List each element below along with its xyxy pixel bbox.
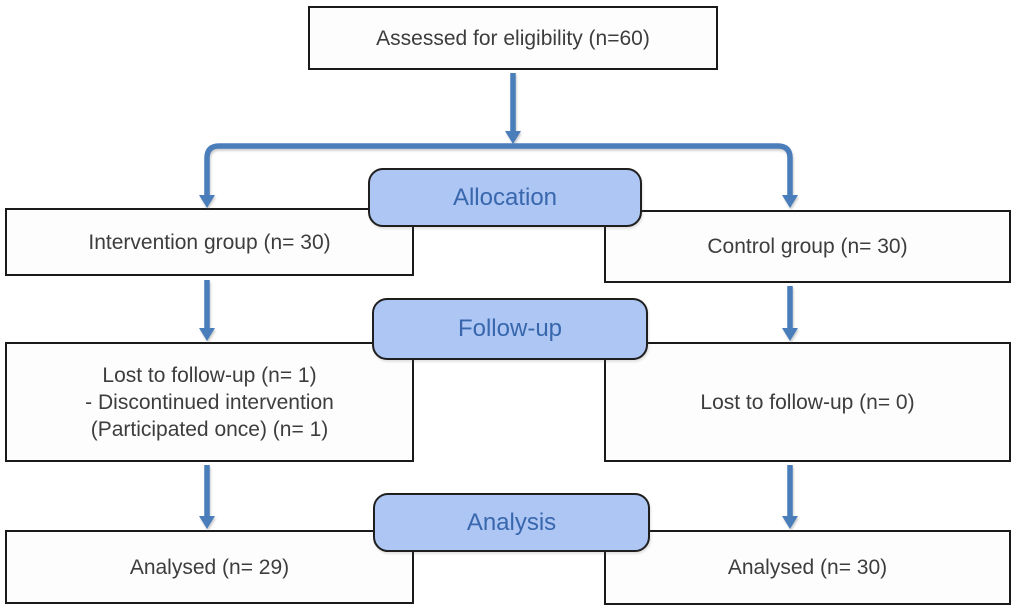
lost-line-1: Lost to follow-up (n= 1) [102, 363, 317, 387]
lost-followup-control-label: Lost to follow-up (n= 0) [700, 390, 915, 414]
stage-followup-box: Follow-up [372, 298, 648, 360]
control-group-label: Control group (n= 30) [707, 235, 908, 258]
intervention-group-box: Intervention group (n= 30) [5, 208, 414, 276]
control-group-box: Control group (n= 30) [604, 210, 1011, 283]
intervention-group-label: Intervention group (n= 30) [88, 230, 331, 254]
lost-line-2: - Discontinued intervention [85, 390, 334, 414]
stage-analysis-label: Analysis [466, 508, 557, 536]
stage-allocation-box: Allocation [368, 168, 642, 227]
arrowhead-intervention-followup [199, 328, 215, 341]
assessed-eligibility-label: Assessed for eligibility (n=60) [376, 26, 650, 50]
stage-followup-label: Follow-up [457, 315, 563, 342]
arrowhead-to-intervention [199, 195, 215, 208]
arrowhead-control-analysis [782, 516, 798, 529]
assessed-eligibility-box: Assessed for eligibility (n=60) [308, 6, 718, 70]
lost-followup-intervention-text: Lost to follow-up (n= 1) - Discontinued … [85, 362, 334, 443]
arrowhead-control-followup [782, 328, 798, 341]
analysed-control-label: Analysed (n= 30) [727, 556, 888, 579]
analysed-control-box: Analysed (n= 30) [604, 530, 1011, 605]
stage-allocation-label: Allocation [452, 183, 558, 211]
stage-analysis-box: Analysis [373, 493, 650, 552]
lost-line-3: (Participated once) (n= 1) [90, 417, 329, 441]
arrowhead-intervention-analysis [199, 516, 215, 529]
lost-followup-intervention-box: Lost to follow-up (n= 1) - Discontinued … [5, 342, 414, 462]
analysed-intervention-label: Analysed (n= 29) [129, 555, 290, 579]
arrowhead-to-control [782, 195, 798, 208]
lost-followup-control-box: Lost to follow-up (n= 0) [604, 342, 1011, 462]
analysed-intervention-box: Analysed (n= 29) [5, 530, 414, 604]
arrowhead-assessed [505, 131, 521, 144]
